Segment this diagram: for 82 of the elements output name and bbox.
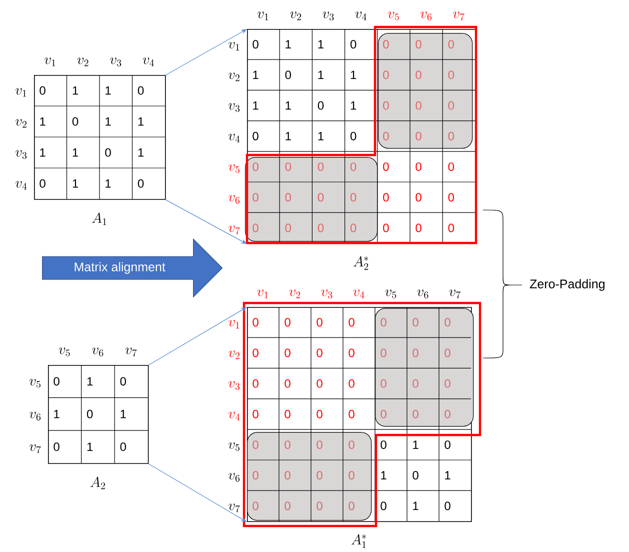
column-header: $v_4$ xyxy=(353,290,364,298)
shaded-region xyxy=(378,33,473,149)
node-label: 0 xyxy=(412,348,418,358)
column-header: $v_2$ xyxy=(77,58,88,66)
node-label: 0 xyxy=(380,318,386,327)
node-label: 0 xyxy=(412,379,418,388)
column-header: $v_1$ xyxy=(257,290,268,298)
row-header: $v_5$ xyxy=(228,442,240,452)
node-label: 0 xyxy=(383,70,389,80)
row-header: $v_2$ xyxy=(16,119,26,128)
row-header: $v_4$ xyxy=(228,134,240,142)
node-label: 0 xyxy=(416,70,422,80)
node-label: 0 xyxy=(383,132,389,140)
row-header: $v_7$ xyxy=(228,226,240,234)
matrix-caption: $A_2^*$ xyxy=(354,256,368,270)
annotation: Zero-Padding xyxy=(530,279,604,291)
matrix-grid: 0 1 1 0 0 0 0 1 0 1 1 0 0 0 1 1 0 1 0 0 0 0 1 1 0 0 0 0 0 0 0 0 0 0 0 0 0 0 0 0 0 0 0 0 0 0 0 0 0 xyxy=(245,26,478,244)
row-header: $v_4$ xyxy=(16,181,27,190)
row-header: $v_3$ xyxy=(228,381,240,390)
column-header: $v_4$ xyxy=(142,58,154,66)
column-header: $v_5$ xyxy=(388,12,399,20)
column-header: $v_5$ xyxy=(385,290,396,298)
column-header: $v_4$ xyxy=(355,12,366,20)
node-label: 0 xyxy=(444,379,450,388)
shaded-region xyxy=(245,157,378,242)
node-label: 0 xyxy=(416,132,422,140)
row-header: $v_7$ xyxy=(228,504,240,512)
row-header: $v_7$ xyxy=(30,444,41,454)
row-header: $v_3$ xyxy=(228,103,240,112)
row-header: $v_1$ xyxy=(16,88,26,97)
node-label: 0 xyxy=(383,40,389,49)
node-label: 0 xyxy=(380,348,386,358)
row-header: $v_2$ xyxy=(228,72,240,82)
leader-arrow xyxy=(148,307,247,366)
column-header: $v_1$ xyxy=(258,12,268,20)
leader-arrow xyxy=(148,464,247,522)
row-header: $v_1$ xyxy=(228,320,240,328)
column-header: $v_3$ xyxy=(322,12,334,20)
column-header: $v_6$ xyxy=(420,12,432,20)
row-header: $v_6$ xyxy=(30,412,41,420)
column-header: $v_6$ xyxy=(417,290,428,298)
node-label: 0 xyxy=(444,318,450,327)
node-label: 0 xyxy=(448,101,454,110)
node-label: 0 xyxy=(416,101,422,110)
row-header: $v_5$ xyxy=(228,164,240,174)
node-label: 0 xyxy=(444,348,450,358)
row-header: $v_5$ xyxy=(30,379,40,388)
node-label: 0 xyxy=(383,101,389,110)
node-label: 0 xyxy=(448,40,454,49)
row-header: $v_2$ xyxy=(228,350,240,360)
node-label: 0 xyxy=(380,410,386,418)
row-header: $v_1$ xyxy=(228,42,240,50)
row-header: $v_3$ xyxy=(16,150,27,159)
matrix-caption: $A_1$ xyxy=(92,212,106,225)
shaded-region xyxy=(375,308,474,427)
column-header: $v_2$ xyxy=(289,290,300,298)
row-header: $v_4$ xyxy=(228,412,240,420)
node-label: 0 xyxy=(380,379,386,388)
matrix-grid: 0 1 0 1 0 1 0 1 0 xyxy=(48,364,149,464)
column-header: $v_6$ xyxy=(92,348,104,356)
column-header: $v_7$ xyxy=(453,12,464,20)
shaded-region xyxy=(247,432,372,521)
node-label: 0 xyxy=(412,318,418,327)
node-label: 0 xyxy=(412,410,418,418)
node-label: 0 xyxy=(416,40,422,49)
leader-arrow xyxy=(166,29,247,76)
node-label: 0 xyxy=(448,70,454,80)
column-header: $v_2$ xyxy=(290,12,302,20)
column-header: $v_3$ xyxy=(110,58,122,66)
row-header: $v_6$ xyxy=(228,472,240,482)
column-header: $v_7$ xyxy=(449,290,460,298)
node-label: 0 xyxy=(448,132,454,140)
matrix-grid: 0 1 1 0 1 0 1 1 1 1 0 1 0 1 1 0 xyxy=(34,74,166,200)
row-header: $v_6$ xyxy=(228,194,240,204)
node-label: 0 xyxy=(444,410,450,418)
leader-arrow xyxy=(166,200,247,244)
column-header: $v_3$ xyxy=(321,290,332,298)
column-header: $v_5$ xyxy=(58,348,70,356)
matrix-caption: $A_2$ xyxy=(90,476,105,490)
column-header: $v_1$ xyxy=(44,58,56,66)
matrix-caption: $A_1^*$ xyxy=(351,534,366,548)
column-header: $v_7$ xyxy=(125,348,137,356)
